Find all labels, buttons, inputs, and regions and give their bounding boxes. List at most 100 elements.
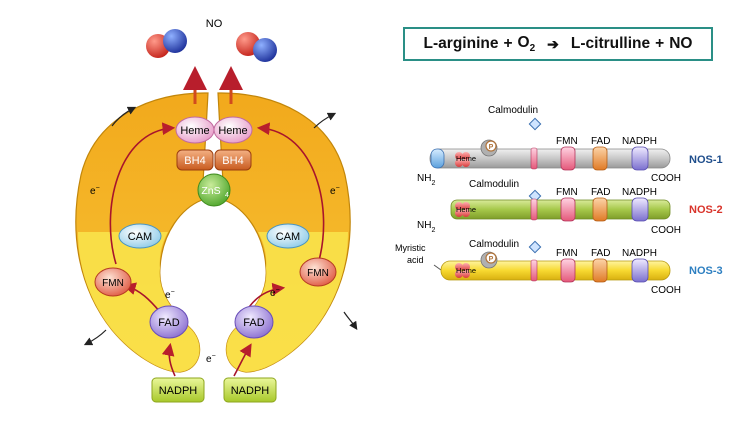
heme-right xyxy=(213,116,253,144)
nos3-calmodulin-marker xyxy=(528,240,542,254)
nadph-left-label: NADPH xyxy=(159,385,198,397)
nadph-right-label: NADPH xyxy=(231,385,270,397)
nos3-nadph-label: NADPH xyxy=(622,248,657,259)
product-a: L-citrulline xyxy=(570,35,651,52)
cam-right xyxy=(266,223,310,249)
cam-right-label: CAM xyxy=(276,231,300,243)
electron-label-bottom: e− xyxy=(206,353,216,365)
nos2-fad-label: FAD xyxy=(591,187,610,198)
bh4-left xyxy=(176,149,214,171)
nos1-phospho-marker xyxy=(485,140,497,152)
nos3-fad-domain xyxy=(592,258,608,283)
right-reductase-region xyxy=(226,232,348,372)
nos1-fmn-label: FMN xyxy=(556,136,578,147)
electron-label-right-top: e− xyxy=(330,185,340,197)
nos2-fmn-label: FMN xyxy=(556,187,578,198)
zinc-label: ZnS xyxy=(201,185,220,197)
rotation-arrow-top-left xyxy=(111,106,137,127)
nos3-name: NOS-3 xyxy=(689,265,723,277)
rotation-arrow-bottom-right xyxy=(343,311,358,330)
nos3-backbone xyxy=(440,260,671,281)
nos1-name: NOS-1 xyxy=(689,154,723,166)
fmn-left-label: FMN xyxy=(102,278,124,289)
nos2-fad-domain xyxy=(592,197,608,222)
oxygen-subscript: 2 xyxy=(529,43,536,55)
zinc-text: ZnS xyxy=(201,185,220,197)
nos2-row: Calmodulin Heme FMN FAD NADPH NH2 CO xyxy=(417,179,723,236)
fad-left xyxy=(149,305,189,339)
cam-left xyxy=(118,223,162,249)
reaction-equation: L-arginine + O2 ➔ L-citrulline + NO xyxy=(403,27,713,61)
nos2-heme-label: Heme xyxy=(456,205,476,214)
no-label: NO xyxy=(206,18,223,30)
nos1-fmn-domain xyxy=(560,146,576,171)
cam-left-label: CAM xyxy=(128,231,152,243)
plus-sign-1: + xyxy=(503,35,513,52)
electron-label-right-mid: e− xyxy=(270,287,280,299)
fad-right-label: FAD xyxy=(243,317,264,329)
plus-sign-2: + xyxy=(655,35,665,52)
fmn-left xyxy=(94,267,132,297)
nos2-cam-binding xyxy=(530,198,538,221)
nos2-heme-domain xyxy=(455,202,470,217)
zinc-subscript: 4 xyxy=(225,192,229,199)
nos3-calmodulin-label: Calmodulin xyxy=(469,239,519,250)
nos3-fmn-domain xyxy=(560,258,576,283)
left-reductase-region xyxy=(78,232,200,372)
nos1-fad-label: FAD xyxy=(591,136,610,147)
nos1-cam-binding xyxy=(530,147,538,170)
electron-path-right xyxy=(256,122,325,265)
nos3-row: Calmodulin Myristic acid Heme P xyxy=(395,239,723,296)
rotation-arrow-top-right xyxy=(313,112,337,129)
no-molecule-left xyxy=(146,29,187,58)
nos3-fad-label: FAD xyxy=(591,248,610,259)
nos2-fmn-domain xyxy=(560,197,576,222)
rotation-arrow-bottom-left xyxy=(83,329,107,346)
nos1-nh2-label: NH2 xyxy=(417,173,435,187)
bh4-right-label: BH4 xyxy=(222,155,243,167)
nos3-heme-domain xyxy=(455,263,470,278)
nos2-backbone xyxy=(450,199,671,220)
product-b: NO xyxy=(669,35,693,52)
heme-left-label: Heme xyxy=(180,125,209,137)
nos1-nadph-label: NADPH xyxy=(622,136,657,147)
nos3-fmn-label: FMN xyxy=(556,248,578,259)
nos1-p-label: P xyxy=(489,144,494,151)
nadph-left xyxy=(151,377,205,403)
nos3-p-label: P xyxy=(489,256,494,263)
reaction-arrow: ➔ xyxy=(547,35,559,52)
fad-right xyxy=(234,305,274,339)
nos1-heme-label: Heme xyxy=(456,154,476,163)
nos1-pdz-domain xyxy=(430,148,445,169)
bh4-right xyxy=(214,149,252,171)
bh4-left-label: BH4 xyxy=(184,155,205,167)
fmn-right xyxy=(299,257,337,287)
electron-nadph-fad-left xyxy=(161,342,176,377)
nos3-nadph-domain xyxy=(631,258,649,283)
nadph-right xyxy=(223,377,277,403)
nos3-phospho-marker xyxy=(485,252,497,264)
nos3-myristic-label: Myristic xyxy=(395,243,426,253)
nos3-myristic-tail xyxy=(433,264,442,271)
nos1-heme-domain xyxy=(455,152,470,167)
nos1-calmodulin-marker xyxy=(528,117,542,131)
electron-nadph-fad-right xyxy=(233,343,252,377)
nos1-cooh-label: COOH xyxy=(651,173,681,184)
nos3-heme-label: Heme xyxy=(456,266,476,275)
nos2-calmodulin-label: Calmodulin xyxy=(469,179,519,190)
nos3-cam-binding xyxy=(530,259,538,282)
nos3-acid-label: acid xyxy=(407,255,424,265)
nos-dimer: NO Heme Heme BH4 BH4 ZnS xyxy=(75,18,358,403)
nos2-nadph-label: NADPH xyxy=(622,187,657,198)
fad-left-label: FAD xyxy=(158,317,179,329)
nos2-cooh-label: COOH xyxy=(651,225,681,236)
nos2-nh2-label: NH2 xyxy=(417,220,435,234)
nos2-nadph-domain xyxy=(631,197,649,222)
electron-label-left-top: e− xyxy=(90,185,100,197)
electron-path-left xyxy=(109,122,176,265)
zinc-cluster xyxy=(197,173,231,207)
isoform-maps: Calmodulin Heme P FMN FAD xyxy=(395,105,723,296)
nos2-name: NOS-2 xyxy=(689,204,723,216)
